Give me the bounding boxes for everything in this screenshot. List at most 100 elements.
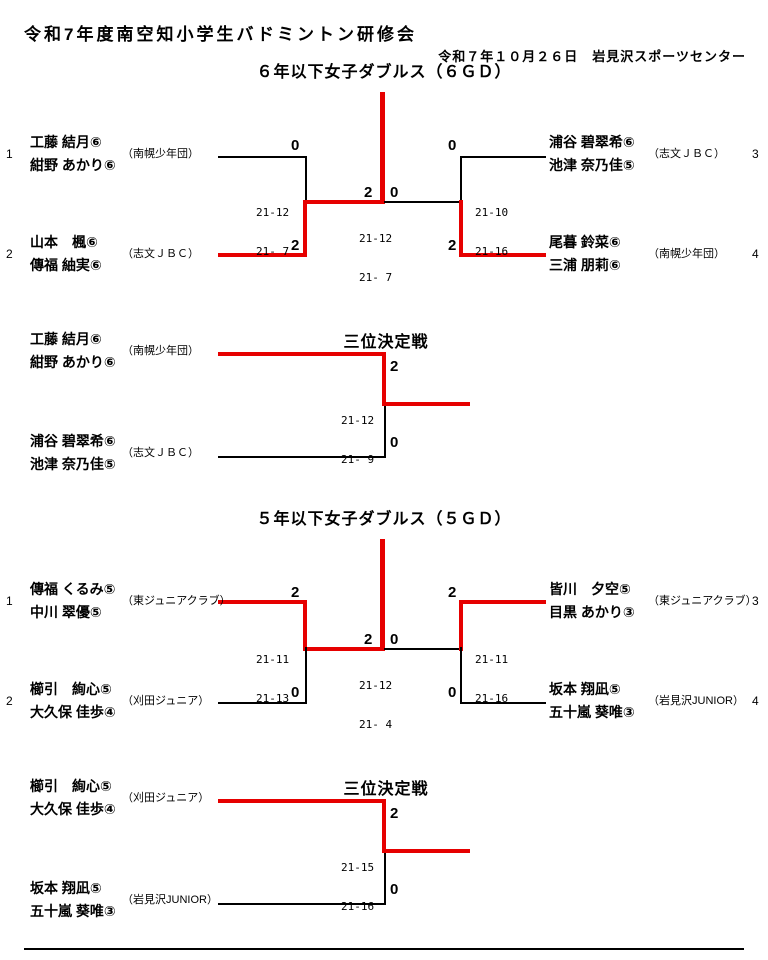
semi-connector-right-top: [459, 600, 463, 651]
final-score-right: 0: [390, 184, 399, 201]
set-score: 21-15: [341, 861, 375, 874]
player-name: 坂本 翔凪⑤: [549, 681, 621, 697]
player-name: 浦谷 碧翠希⑥: [30, 433, 116, 449]
player-name: 傳福 紬実⑥: [30, 257, 102, 273]
tp-team-line-top: [218, 352, 386, 356]
player-name: 傳福 くるみ⑤: [30, 581, 116, 597]
seed-number: 2: [6, 247, 13, 261]
bracket-title: ６年以下女子ダブルス（６ＧＤ）: [256, 64, 512, 81]
final-sets: 21-12 21- 7: [359, 206, 399, 310]
semi-connector-right-top: [460, 156, 462, 202]
player-name: 工藤 結月⑥: [30, 331, 102, 347]
final-connector-left: [303, 647, 384, 651]
team-line-left-top: [218, 600, 307, 604]
bracket-title: ５年以下女子ダブルス（５ＧＤ）: [256, 511, 512, 528]
team-line-right-bottom: [460, 702, 546, 704]
semi-connector-right-bottom: [459, 200, 463, 257]
set-score: 21- 7: [359, 271, 393, 284]
club-label: （刈田ジュニア）: [122, 792, 210, 804]
final-score-left: 2: [364, 631, 373, 648]
club-label: （志文ＪＢＣ）: [648, 148, 725, 160]
club-label: （東ジュニアクラブ）: [122, 595, 231, 607]
set-score: 21- 9: [341, 453, 375, 466]
final-sets: 21-12 21- 4: [359, 653, 399, 757]
set-score: 21-12: [341, 414, 375, 427]
semi-right-sets: 21-11 21-16: [475, 627, 515, 731]
player-name: 大久保 佳歩④: [30, 704, 116, 720]
semi-connector-left-bottom: [303, 200, 307, 257]
tp-connector-bottom: [384, 404, 386, 457]
player-name: 櫛引 絢心⑤: [30, 681, 112, 697]
club-label: （刈田ジュニア）: [122, 695, 210, 707]
player-name: 工藤 結月⑥: [30, 134, 102, 150]
player-name: 目黒 あかり③: [549, 604, 635, 620]
set-score: 21-12: [359, 679, 393, 692]
tp-team-line-top: [218, 799, 386, 803]
set-score: 21- 4: [359, 718, 393, 731]
event-date-venue: 令和７年１０月２６日 岩見沢スポーツセンター: [438, 49, 746, 64]
semi-connector-right-bottom: [460, 647, 462, 704]
match-score: 0: [390, 881, 399, 898]
match-score: 2: [291, 237, 300, 254]
semi-right-sets: 21-10 21-16: [475, 180, 515, 284]
semi-left-sets: 21-12 21- 7: [256, 180, 296, 284]
team-line-right-top: [460, 156, 546, 158]
player-name: 山本 楓⑥: [30, 234, 98, 250]
set-score: 21-16: [341, 900, 375, 913]
tp-winner-line: [384, 402, 470, 406]
match-score: 0: [448, 137, 457, 154]
player-name: 浦谷 碧翠希⑥: [549, 134, 635, 150]
match-score: 2: [291, 584, 300, 601]
seed-number: 4: [752, 247, 759, 261]
final-connector-right: [384, 201, 463, 203]
match-score: 0: [291, 684, 300, 701]
set-score: 21-12: [359, 232, 393, 245]
club-label: （岩見沢JUNIOR）: [122, 894, 218, 906]
team-line-left-bottom: [218, 702, 307, 704]
player-name: 皆川 夕空⑤: [549, 581, 631, 597]
bracket-5gd: ５年以下女子ダブルス（５ＧＤ） 1 傳福 くるみ⑤ 中川 翠優⑤ （東ジュニアク…: [0, 447, 768, 919]
player-name: 五十嵐 葵唯③: [549, 704, 635, 720]
club-label: （岩見沢JUNIOR）: [648, 695, 744, 707]
third-place-title: 三位決定戦: [343, 334, 429, 351]
seed-number: 3: [752, 594, 759, 608]
champion-line: [380, 92, 385, 204]
team-line-left-top: [218, 156, 307, 158]
club-label: （南幌少年団）: [648, 248, 725, 260]
match-score: 0: [390, 434, 399, 451]
player-name: 紺野 あかり⑥: [30, 157, 116, 173]
bracket-6gd: ６年以下女子ダブルス（６ＧＤ） 1 工藤 結月⑥ 紺野 あかり⑥ （南幌少年団）…: [0, 0, 768, 472]
match-score: 2: [448, 237, 457, 254]
player-name: 池津 奈乃佳⑤: [549, 157, 635, 173]
footer-rule: [24, 948, 744, 950]
team-line-left-bottom: [218, 253, 307, 257]
match-score: 2: [390, 805, 399, 822]
club-label: （志文ＪＢＣ）: [122, 248, 199, 260]
set-score: 21-10: [475, 206, 509, 219]
seed-number: 3: [752, 147, 759, 161]
tp-team-line-bottom: [218, 456, 386, 458]
tp-sets: 21-12 21- 9: [341, 388, 381, 492]
team-line-right-top: [459, 600, 546, 604]
final-connector-right: [384, 648, 463, 650]
semi-connector-left-bottom: [305, 647, 307, 704]
tp-team-line-bottom: [218, 903, 386, 905]
player-name: 尾暮 鈴菜⑥: [549, 234, 621, 250]
player-name: 櫛引 絢心⑤: [30, 778, 112, 794]
set-score: 21-16: [475, 692, 509, 705]
seed-number: 4: [752, 694, 759, 708]
player-name: 坂本 翔凪⑤: [30, 880, 102, 896]
set-score: 21-13: [256, 692, 290, 705]
player-name: 池津 奈乃佳⑤: [30, 456, 116, 472]
seed-number: 1: [6, 147, 13, 161]
player-name: 五十嵐 葵唯③: [30, 903, 116, 919]
document-title: 令和7年度南空知小学生バドミントン研修会: [24, 25, 417, 44]
club-label: （東ジュニアクラブ）: [648, 595, 757, 607]
tp-sets: 21-15 21-16: [341, 835, 381, 939]
team-line-right-bottom: [459, 253, 546, 257]
final-score-right: 0: [390, 631, 399, 648]
set-score: 21-11: [475, 653, 509, 666]
club-label: （南幌少年団）: [122, 345, 199, 357]
set-score: 21-12: [256, 206, 290, 219]
